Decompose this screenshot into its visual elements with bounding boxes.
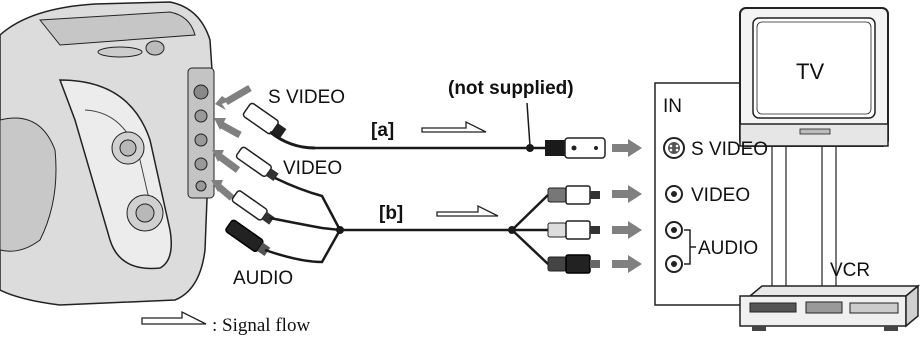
- cable-b-from-audio-black: [264, 229, 342, 264]
- input-arrows: [612, 139, 642, 273]
- s-video-plug-tv: [545, 137, 606, 159]
- cable-b-to-video: [511, 194, 549, 231]
- tv-base: [739, 123, 889, 147]
- cable-b-from-audio-white: [269, 216, 341, 232]
- arrow-into-s-video-jack-shaft: [224, 84, 252, 106]
- arrow-into-video-jack: [218, 120, 242, 139]
- arrow-into-audio-jack-2: [215, 183, 235, 201]
- camcorder-plugs: [211, 84, 316, 256]
- strap-knob-upper-inner: [119, 139, 137, 157]
- label-input-video: VIDEO: [691, 185, 750, 206]
- vcr-foot-right: [884, 326, 898, 331]
- arrow-to-s-video-input: [612, 139, 642, 157]
- s-video-cable-bend: [269, 130, 316, 150]
- audio-plug-black-tv: [547, 254, 600, 274]
- camcorder-top-button: [145, 40, 165, 56]
- arrow-to-audio-input-1: [612, 221, 642, 239]
- jack-extra: [195, 180, 207, 192]
- cable-b-junction-left: [336, 226, 344, 234]
- tv-side-plugs: [545, 137, 606, 274]
- camcorder-top-button-2: [97, 46, 143, 58]
- cable-b-from-video: [274, 176, 342, 231]
- cable-b-junction-right: [508, 226, 516, 234]
- arrow-into-audio-jack-2-head: [211, 180, 223, 192]
- label-camcorder-s-video: S VIDEO: [268, 87, 345, 108]
- audio-input-icon-1: [665, 221, 683, 239]
- label-route-b: [b]: [379, 203, 403, 224]
- audio-bracket: [684, 229, 696, 265]
- camcorder: [0, 1, 215, 306]
- video-plug-camcorder: [235, 146, 279, 182]
- jack-panel: [187, 67, 215, 199]
- signal-flow-arrow-a: [421, 120, 487, 133]
- label-vcr: VCR: [830, 260, 870, 281]
- label-tv: TV: [796, 59, 824, 84]
- label-panel-in: IN: [663, 96, 682, 117]
- label-input-s-video: S VIDEO: [691, 139, 768, 160]
- label-route-a: [a]: [371, 120, 394, 141]
- tv-stand-pole-right: [821, 144, 837, 306]
- cables: [264, 146, 549, 265]
- camcorder-top-panel: [39, 11, 196, 46]
- video-input-icon: [665, 185, 683, 203]
- signal-flow-arrow-b: [436, 204, 499, 217]
- tv-screen: [752, 17, 876, 119]
- s-video-plug-camcorder: [242, 102, 287, 139]
- cable-b-to-audio-black: [511, 229, 549, 265]
- vcr-cassette-slot: [749, 302, 797, 313]
- jack-audio-r: [194, 157, 208, 171]
- label-input-audio: AUDIO: [698, 238, 758, 259]
- cable-a-junction: [526, 144, 534, 152]
- label-camcorder-video: VIDEO: [283, 158, 342, 179]
- tv-screen-inner: [756, 21, 872, 115]
- arrow-into-audio-jack-1-head: [212, 150, 224, 162]
- audio-plug-white-tv: [547, 220, 600, 240]
- arrow-to-audio-input-2: [612, 255, 642, 273]
- video-plug-tv: [547, 185, 600, 205]
- vcr-side: [905, 284, 919, 328]
- jack-video: [194, 109, 208, 123]
- vcr-top: [747, 285, 921, 297]
- vcr: [739, 284, 921, 331]
- arrow-into-video-jack-head: [214, 118, 226, 130]
- not-supplied-pointer: [526, 102, 531, 147]
- tv: [739, 7, 889, 147]
- audio-plug-white-camcorder: [231, 190, 275, 225]
- legend-signal-flow-text: : Signal flow: [212, 315, 310, 336]
- vcr-display: [805, 301, 843, 314]
- audio-plug-black-camcorder: [225, 219, 271, 256]
- arrow-into-audio-jack-1: [216, 153, 241, 173]
- legend-signal-flow-icon: [141, 310, 207, 325]
- s-video-input-icon: [663, 137, 685, 159]
- tv-bezel-strip: [799, 128, 831, 135]
- audio-input-icon-2: [665, 255, 683, 273]
- label-camcorder-audio: AUDIO: [233, 268, 293, 289]
- tv-stand-pole-left: [771, 144, 787, 306]
- jack-s-video: [193, 84, 209, 100]
- vcr-buttons: [849, 302, 899, 314]
- label-not-supplied: (not supplied): [448, 78, 574, 99]
- jack-audio-l: [194, 133, 208, 147]
- strap-knob-lower-inner: [135, 203, 155, 223]
- vcr-foot-left: [752, 326, 766, 331]
- lens-area: [0, 117, 57, 252]
- arrow-to-video-input: [612, 185, 642, 203]
